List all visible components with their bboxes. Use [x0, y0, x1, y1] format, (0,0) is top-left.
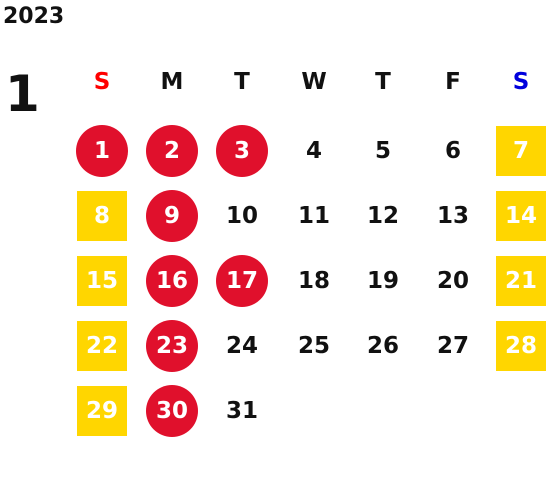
day-cell-10: 10 — [225, 203, 258, 229]
day-cell-4: 4 — [305, 138, 322, 164]
day-cell-5: 5 — [374, 138, 391, 164]
day-cell-16: 16 — [146, 255, 198, 307]
day-cell-8: 8 — [77, 191, 127, 241]
day-cell-31: 31 — [225, 398, 258, 424]
day-cell-22: 22 — [77, 321, 127, 371]
day-cell-28: 28 — [496, 321, 546, 371]
weekday-header-1: M — [160, 69, 184, 95]
year-label: 2023 — [3, 4, 65, 29]
day-cell-9: 9 — [146, 190, 198, 242]
day-cell-19: 19 — [366, 268, 399, 294]
day-cell-3: 3 — [216, 125, 268, 177]
day-cell-1: 1 — [76, 125, 128, 177]
weekday-header-4: T — [375, 69, 391, 95]
day-cell-18: 18 — [297, 268, 330, 294]
weekday-header-5: F — [445, 69, 461, 95]
day-cell-13: 13 — [436, 203, 469, 229]
weekday-header-3: W — [301, 69, 327, 95]
day-cell-11: 11 — [297, 203, 330, 229]
day-cell-14: 14 — [496, 191, 546, 241]
day-cell-12: 12 — [366, 203, 399, 229]
day-cell-26: 26 — [366, 333, 399, 359]
day-cell-17: 17 — [216, 255, 268, 307]
weekday-header-6: S — [512, 69, 530, 95]
weekday-header-2: T — [234, 69, 250, 95]
day-cell-2: 2 — [146, 125, 198, 177]
day-cell-30: 30 — [146, 385, 198, 437]
day-cell-27: 27 — [436, 333, 469, 359]
day-cell-23: 23 — [146, 320, 198, 372]
day-cell-15: 15 — [77, 256, 127, 306]
month-number: 1 — [5, 65, 40, 123]
day-cell-25: 25 — [297, 333, 330, 359]
day-cell-24: 24 — [225, 333, 258, 359]
day-cell-7: 7 — [496, 126, 546, 176]
weekday-header-0: S — [93, 69, 111, 95]
day-cell-29: 29 — [77, 386, 127, 436]
day-cell-20: 20 — [436, 268, 469, 294]
day-cell-21: 21 — [496, 256, 546, 306]
day-cell-6: 6 — [444, 138, 461, 164]
